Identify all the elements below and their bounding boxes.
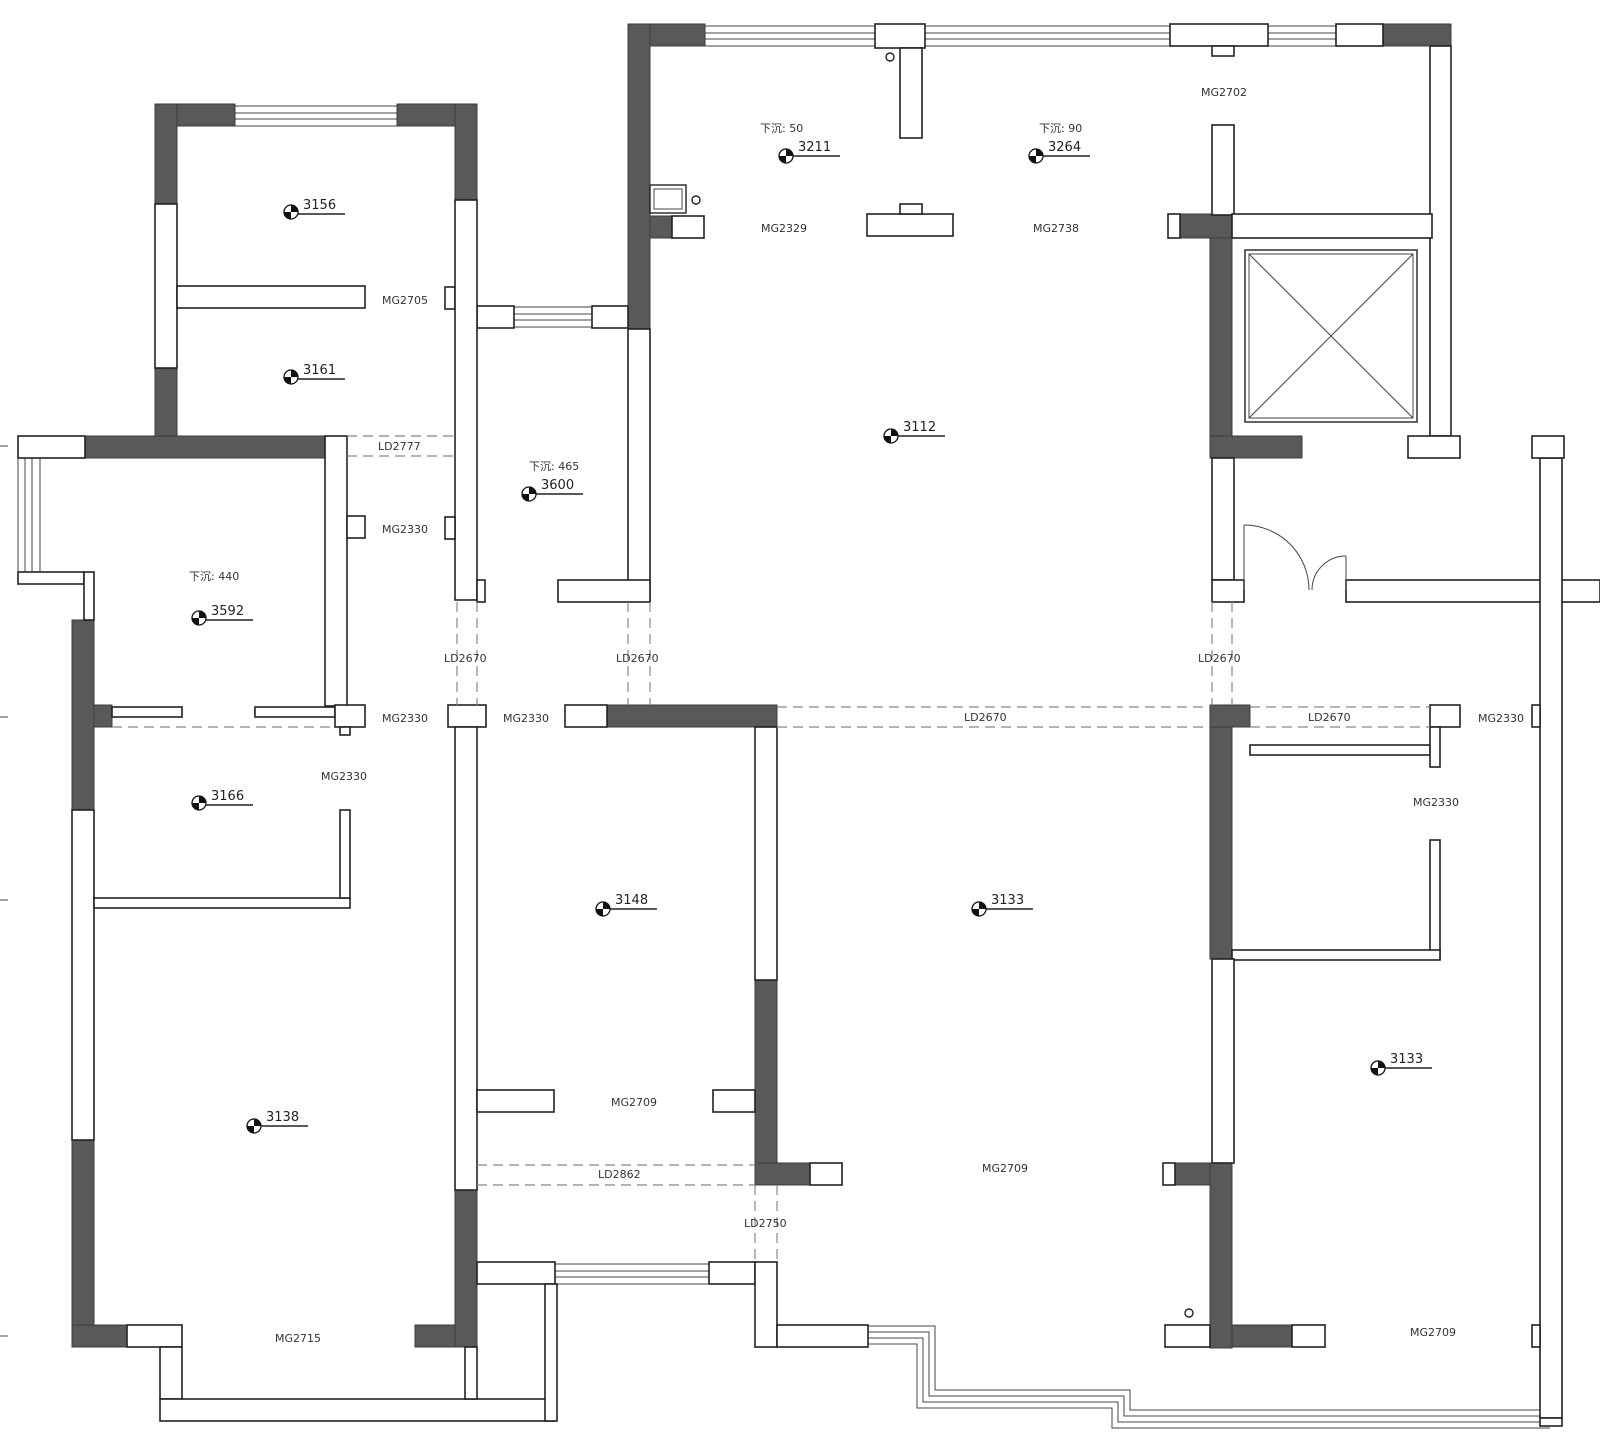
elevation-value: 3112 — [903, 420, 936, 435]
elevation-marker-3133-bedroom: 3133 — [1370, 1052, 1432, 1076]
opening-label: MG2715 — [275, 1332, 321, 1345]
fixtures — [649, 52, 1194, 1318]
edge-ticks — [0, 445, 8, 1337]
opening-label: LD2670 — [1198, 652, 1241, 665]
opening-label: MG2330 — [382, 712, 428, 725]
opening-label: MG2709 — [1410, 1326, 1456, 1339]
elevation-marker-3133-living: 3133 — [971, 893, 1033, 917]
opening-label: LD2670 — [444, 652, 487, 665]
opening-label: MG2702 — [1201, 86, 1247, 99]
sink-notes: 下沉: 50 下沉: 90 下沉: 465 下沉: 440 — [189, 122, 1082, 583]
elevation-value: 3592 — [211, 604, 244, 619]
opening-label: MG2329 — [761, 222, 807, 235]
opening-labels: MG2702 MG2329 MG2738 MG2705 LD2777 MG233… — [275, 86, 1524, 1345]
elevation-marker-3148: 3148 — [595, 893, 657, 917]
elevation-value: 3156 — [303, 198, 336, 213]
elevation-marker-3156: 3156 — [283, 198, 345, 220]
sink-note: 下沉: 90 — [1039, 122, 1082, 135]
opening-label: MG2330 — [1413, 796, 1459, 809]
elevation-marker-3211: 3211 — [778, 140, 840, 164]
elevation-value: 3166 — [211, 789, 244, 804]
opening-label: LD2750 — [744, 1217, 787, 1230]
opening-label: MG2330 — [503, 712, 549, 725]
opening-label: LD2670 — [1308, 711, 1351, 724]
elevation-marker-3112: 3112 — [883, 420, 945, 444]
elevation-marker-3600: 3600 — [521, 478, 583, 502]
opening-lines — [112, 435, 1430, 1262]
opening-label: LD2670 — [964, 711, 1007, 724]
elevation-markers: 3156 3161 3600 3592 3166 — [191, 140, 1432, 1134]
opening-label: MG2705 — [382, 294, 428, 307]
elevation-value: 3133 — [991, 893, 1024, 908]
elevation-value: 3211 — [798, 140, 831, 155]
elevation-value: 3148 — [615, 893, 648, 908]
elevation-value: 3600 — [541, 478, 574, 493]
entry-door — [1243, 524, 1347, 591]
elevation-value: 3264 — [1048, 140, 1081, 155]
opening-label: MG2330 — [1478, 712, 1524, 725]
elevation-value: 3133 — [1390, 1052, 1423, 1067]
opening-label: MG2709 — [982, 1162, 1028, 1175]
partition-walls — [17, 23, 1600, 1427]
elevation-marker-3264: 3264 — [1028, 140, 1090, 164]
opening-label: MG2709 — [611, 1096, 657, 1109]
opening-label: MG2330 — [321, 770, 367, 783]
opening-label: MG2738 — [1033, 222, 1079, 235]
sink-note: 下沉: 50 — [760, 122, 803, 135]
elevation-marker-3138: 3138 — [246, 1110, 308, 1134]
elevation-marker-3592: 3592 — [191, 604, 253, 626]
opening-label: MG2330 — [382, 523, 428, 536]
elevation-marker-3166: 3166 — [191, 789, 253, 811]
elevation-value: 3138 — [266, 1110, 299, 1125]
sink-note: 下沉: 440 — [189, 570, 239, 583]
elevator-shaft — [1244, 249, 1418, 423]
sink-note: 下沉: 465 — [529, 460, 579, 473]
opening-label: LD2670 — [616, 652, 659, 665]
elevation-marker-3161: 3161 — [283, 363, 345, 385]
opening-label: LD2862 — [598, 1168, 641, 1181]
elevation-value: 3161 — [303, 363, 336, 378]
opening-label: LD2777 — [378, 440, 421, 453]
